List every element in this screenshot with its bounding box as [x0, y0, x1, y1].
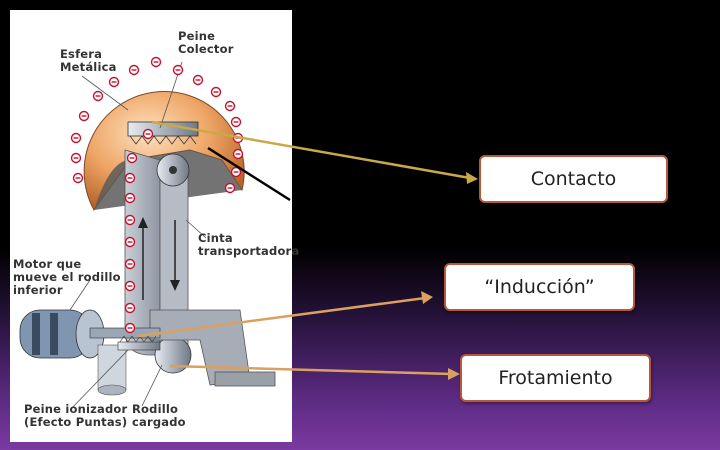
box-contacto: Contacto: [479, 155, 668, 203]
box-induccion: “Inducción”: [444, 263, 635, 311]
arrow-induccion: [138, 298, 425, 336]
arrow-contacto: [152, 122, 470, 178]
arrow-frotamiento: [170, 366, 452, 374]
box-frotamiento: Frotamiento: [460, 354, 651, 402]
